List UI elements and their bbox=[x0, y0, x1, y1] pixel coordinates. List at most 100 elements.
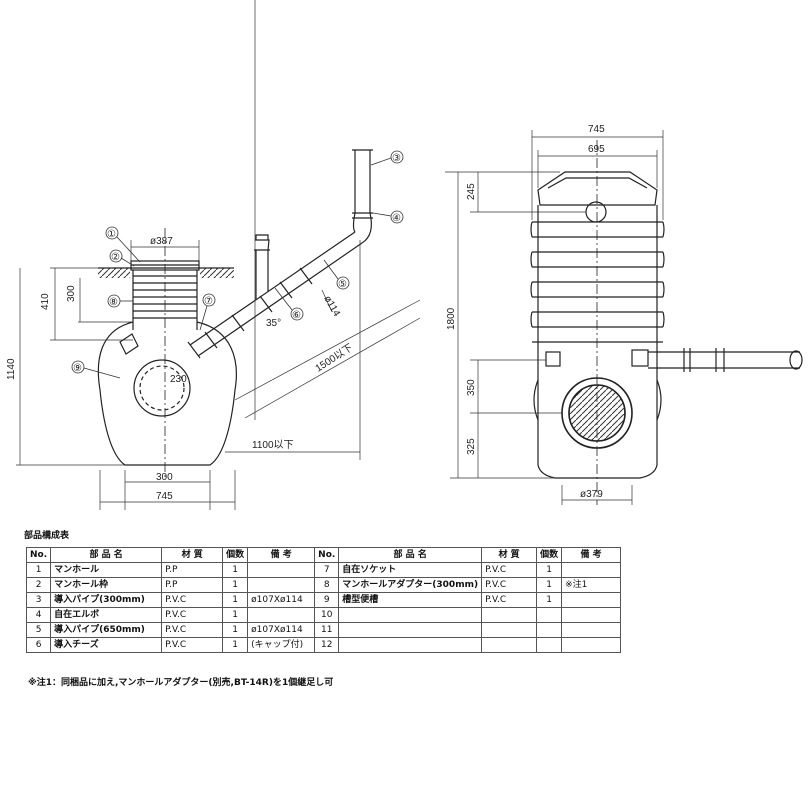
cell: 1 bbox=[222, 637, 249, 653]
cell: P.V.C bbox=[481, 577, 538, 593]
dim-1100: 1100以下 bbox=[252, 440, 294, 451]
side-view bbox=[97, 149, 373, 480]
cell: 5 bbox=[25, 622, 52, 638]
callout-4: ④ bbox=[392, 213, 401, 224]
cell: 1 bbox=[536, 562, 563, 578]
dim-114: ø114 bbox=[321, 294, 342, 319]
footnote: ※注1：同梱品に加え,マンホールアダプター(別売,BT-14R)を1個継足し可 bbox=[28, 678, 334, 688]
dim-325: 325 bbox=[466, 438, 477, 455]
cell: 3 bbox=[25, 592, 52, 608]
inspection-port bbox=[133, 359, 191, 417]
header-no: No. bbox=[25, 547, 52, 563]
cell bbox=[481, 622, 538, 638]
header-qty: 個数 bbox=[222, 547, 249, 563]
cell bbox=[561, 592, 622, 608]
cell: マンホールアダプター(300mm) bbox=[338, 577, 483, 593]
cell: P.V.C bbox=[481, 592, 538, 608]
cell: 12 bbox=[314, 637, 340, 653]
elbow bbox=[352, 212, 372, 244]
ground-hatch-right bbox=[200, 268, 234, 278]
cell: 導入パイプ(300mm) bbox=[50, 592, 163, 608]
cell: 1 bbox=[222, 577, 249, 593]
vertical-pipe bbox=[352, 149, 373, 213]
cell bbox=[481, 637, 538, 653]
dim-695: 695 bbox=[588, 144, 605, 155]
callout-6: ⑥ bbox=[292, 310, 301, 321]
table-row: 6 導入チーズ P.V.C 1 (キャップ付) 12 bbox=[25, 637, 622, 653]
cell: P.V.C bbox=[481, 562, 538, 578]
cell: 1 bbox=[222, 607, 249, 623]
cell bbox=[536, 622, 563, 638]
table-row: 2 マンホール枠 P.P 1 8 マンホールアダプター(300mm) P.V.C… bbox=[25, 577, 622, 593]
dim-230: 230 bbox=[170, 374, 187, 385]
callout-3: ③ bbox=[392, 153, 401, 164]
dim-300-side: 300 bbox=[66, 285, 77, 302]
dim-1140: 1140 bbox=[6, 358, 17, 380]
callout-7: ⑦ bbox=[204, 296, 213, 307]
cell bbox=[481, 607, 538, 623]
technical-drawing: ø387 410 300 1140 230 300 745 ø114 35° 1… bbox=[6, 0, 803, 510]
cell: P.V.C bbox=[161, 622, 224, 638]
cell: 8 bbox=[314, 577, 340, 593]
dim-1800: 1800 bbox=[446, 307, 457, 330]
cell: 1 bbox=[25, 562, 52, 578]
callout-9: ⑨ bbox=[73, 363, 82, 374]
callout-5: ⑤ bbox=[338, 279, 347, 290]
cell: 1 bbox=[536, 592, 563, 608]
dim-745-top: 745 bbox=[588, 124, 605, 135]
dim-35: 35° bbox=[266, 318, 281, 329]
dim-387: ø387 bbox=[150, 236, 173, 247]
cell: 槽型便槽 bbox=[338, 592, 483, 608]
front-dimension-lines bbox=[445, 130, 664, 505]
dim-379: ø379 bbox=[580, 489, 603, 500]
header-part-name: 部 品 名 bbox=[50, 547, 163, 563]
manhole-riser bbox=[132, 270, 198, 330]
cell: 1 bbox=[222, 592, 249, 608]
cell: 6 bbox=[25, 637, 52, 653]
cell bbox=[247, 607, 316, 623]
cell: P.V.C bbox=[161, 607, 224, 623]
cell: P.V.C bbox=[161, 592, 224, 608]
dim-350: 350 bbox=[466, 379, 477, 396]
tank-body bbox=[97, 321, 237, 466]
table-row: 5 導入パイプ(650mm) P.V.C 1 ø107Xø114 11 bbox=[25, 622, 622, 638]
callout-labels: ① ② ③ ④ ⑤ ⑥ ⑦ ⑧ ⑨ bbox=[73, 153, 401, 374]
callout-8: ⑧ bbox=[109, 297, 118, 308]
cell: ø107Xø114 bbox=[247, 592, 316, 608]
cell bbox=[561, 637, 622, 653]
parts-table: No. 部 品 名 材 質 個数 備 考 No. 部 品 名 材 質 個数 備 … bbox=[25, 547, 622, 653]
dim-245: 245 bbox=[466, 183, 477, 200]
cell bbox=[561, 622, 622, 638]
cell: P.P bbox=[161, 562, 224, 578]
dim-300-bottom: 300 bbox=[156, 472, 173, 483]
inlet-pipe bbox=[189, 231, 363, 357]
cell bbox=[338, 607, 483, 623]
tank-ribs bbox=[532, 221, 663, 343]
cell: 1 bbox=[536, 577, 563, 593]
cell bbox=[338, 637, 483, 653]
cell: 11 bbox=[314, 622, 340, 638]
table-row: 4 自在エルボ P.V.C 1 10 bbox=[25, 607, 622, 623]
inlet-tee bbox=[254, 234, 270, 300]
cell bbox=[247, 562, 316, 578]
header-qty-2: 個数 bbox=[536, 547, 563, 563]
parts-table-title: 部品構成表 bbox=[24, 531, 70, 541]
front-dimension-text: 745 695 245 1800 350 325 ø379 bbox=[446, 124, 605, 500]
front-view bbox=[530, 140, 803, 505]
cell: 自在エルボ bbox=[50, 607, 163, 623]
header-part-name-2: 部 品 名 bbox=[338, 547, 483, 563]
header-no-2: No. bbox=[314, 547, 340, 563]
callout-1: ① bbox=[107, 229, 116, 240]
header-material-2: 材 質 bbox=[481, 547, 538, 563]
cell bbox=[247, 577, 316, 593]
header-remarks: 備 考 bbox=[247, 547, 316, 563]
table-row: 3 導入パイプ(300mm) P.V.C 1 ø107Xø114 9 槽型便槽 … bbox=[25, 592, 622, 608]
cell: 7 bbox=[314, 562, 340, 578]
header-remarks-2: 備 考 bbox=[561, 547, 622, 563]
cell: マンホール bbox=[50, 562, 163, 578]
header-material: 材 質 bbox=[161, 547, 224, 563]
cell bbox=[536, 607, 563, 623]
callouts bbox=[71, 150, 404, 379]
cell: 2 bbox=[25, 577, 52, 593]
cell: P.P bbox=[161, 577, 224, 593]
